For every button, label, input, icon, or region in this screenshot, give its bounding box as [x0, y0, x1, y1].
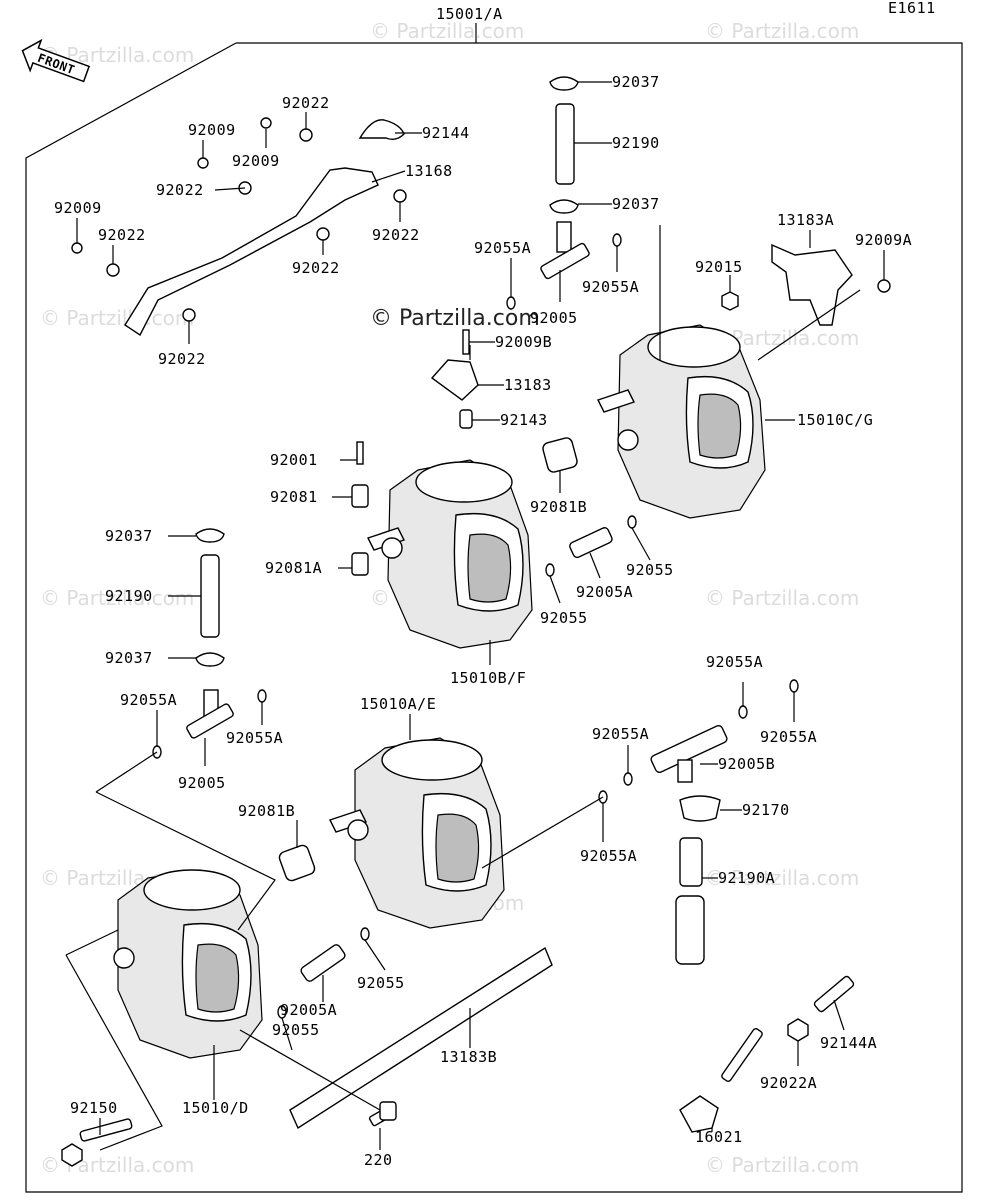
part-label: 15010C/G: [797, 411, 873, 429]
part-label: 13183B: [440, 1048, 497, 1066]
part-label: 92005: [178, 774, 226, 792]
connector-pipe-lower: [277, 927, 370, 1019]
part-label: 92005A: [576, 583, 633, 601]
part-label: 92022A: [760, 1074, 817, 1092]
watermark: © Partzilla.com: [370, 19, 524, 43]
part-label: 15010A/E: [360, 695, 436, 713]
part-label: 92150: [70, 1099, 118, 1117]
part-label: 92055: [626, 561, 674, 579]
part-label: 92022: [282, 94, 330, 112]
part-label: 92144A: [820, 1034, 877, 1052]
part-label: 92055: [272, 1021, 320, 1039]
watermark: © Partzilla.com: [40, 306, 194, 330]
part-label: 92037: [612, 195, 660, 213]
part-label: 92022: [292, 259, 340, 277]
carburetor-a-e: [329, 737, 505, 929]
part-label: 92015: [695, 258, 743, 276]
part-label: 92009B: [495, 333, 552, 351]
part-label: 92143: [500, 411, 548, 429]
cable-bracket-small: [351, 329, 578, 576]
part-label: 92037: [105, 649, 153, 667]
carb-linking-rod: [289, 946, 553, 1130]
watermark: © Partzilla.com: [705, 19, 859, 43]
part-label: 92037: [612, 73, 660, 91]
part-label: 92009A: [855, 231, 912, 249]
watermark: © Partzilla.com: [705, 1153, 859, 1177]
carb-bracket: [71, 117, 407, 337]
bolt-92150: [61, 1118, 133, 1167]
leader-lines: [65, 81, 885, 1151]
part-label: 92037: [105, 527, 153, 545]
part-label: 92022: [156, 181, 204, 199]
vent-tube-assembly-left: [152, 528, 267, 759]
part-label: 92001: [270, 451, 318, 469]
connector-pipe: [545, 515, 637, 577]
watermark: © Partzilla.com: [40, 586, 194, 610]
part-label: 92055A: [474, 239, 531, 257]
diagram-code: E1611: [888, 0, 936, 17]
watermark: © Partzilla.com: [705, 866, 859, 890]
part-label: 13183: [504, 376, 552, 394]
part-label: 92081B: [530, 498, 587, 516]
copyright-notice: © Partzilla.com: [370, 306, 540, 331]
part-label: 92055A: [582, 278, 639, 296]
part-label: 92005B: [718, 755, 775, 773]
part-label: 92009: [54, 199, 102, 217]
part-label: 92009: [232, 152, 280, 170]
part-label: 92190: [105, 587, 153, 605]
part-label: 15010B/F: [450, 669, 526, 687]
carburetor-c-g: [597, 324, 766, 519]
watermark: © Partzilla.com: [705, 586, 859, 610]
part-label: 92055: [357, 974, 405, 992]
part-label: 92144: [422, 124, 470, 142]
part-label: 92022: [158, 350, 206, 368]
carburetor-d: [113, 869, 263, 1059]
part-label: 92055: [540, 609, 588, 627]
part-label: 220: [364, 1151, 393, 1169]
part-label: 92005A: [280, 1001, 337, 1019]
part-label: 92055A: [592, 725, 649, 743]
carburetor-b-f: [367, 459, 533, 649]
fuel-tube-assembly-right: [598, 679, 799, 965]
part-label: 92009: [188, 121, 236, 139]
part-label: 92170: [742, 801, 790, 819]
part-label: 92055A: [706, 653, 763, 671]
part-label: 92055A: [580, 847, 637, 865]
part-label: 92022: [98, 226, 146, 244]
part-labels: 92037 92190 92037 92055A 92055A 92005 92…: [54, 73, 912, 1169]
spring: [278, 844, 316, 882]
part-label: 92081A: [265, 559, 322, 577]
throttle-bracket: [721, 243, 891, 326]
part-label: 15010/D: [182, 1099, 249, 1117]
part-label: 16021: [695, 1128, 743, 1146]
part-label: 92005: [530, 309, 578, 327]
choke-cable-assembly: [679, 975, 855, 1133]
part-label: 13183A: [777, 211, 834, 229]
part-label: 92022: [372, 226, 420, 244]
assembly-label: 15001/A: [436, 5, 503, 23]
part-label: 92055A: [226, 729, 283, 747]
screw-220: [368, 1101, 397, 1127]
part-label: 92055A: [760, 728, 817, 746]
part-label: 13168: [405, 162, 453, 180]
vent-tube-assembly-upper: [506, 76, 622, 310]
part-label: 92190A: [718, 869, 775, 887]
part-label: 92081B: [238, 802, 295, 820]
part-label: 92190: [612, 134, 660, 152]
part-label: 92055A: [120, 691, 177, 709]
assembly-frame: [25, 42, 963, 1193]
part-label: 92081: [270, 488, 318, 506]
